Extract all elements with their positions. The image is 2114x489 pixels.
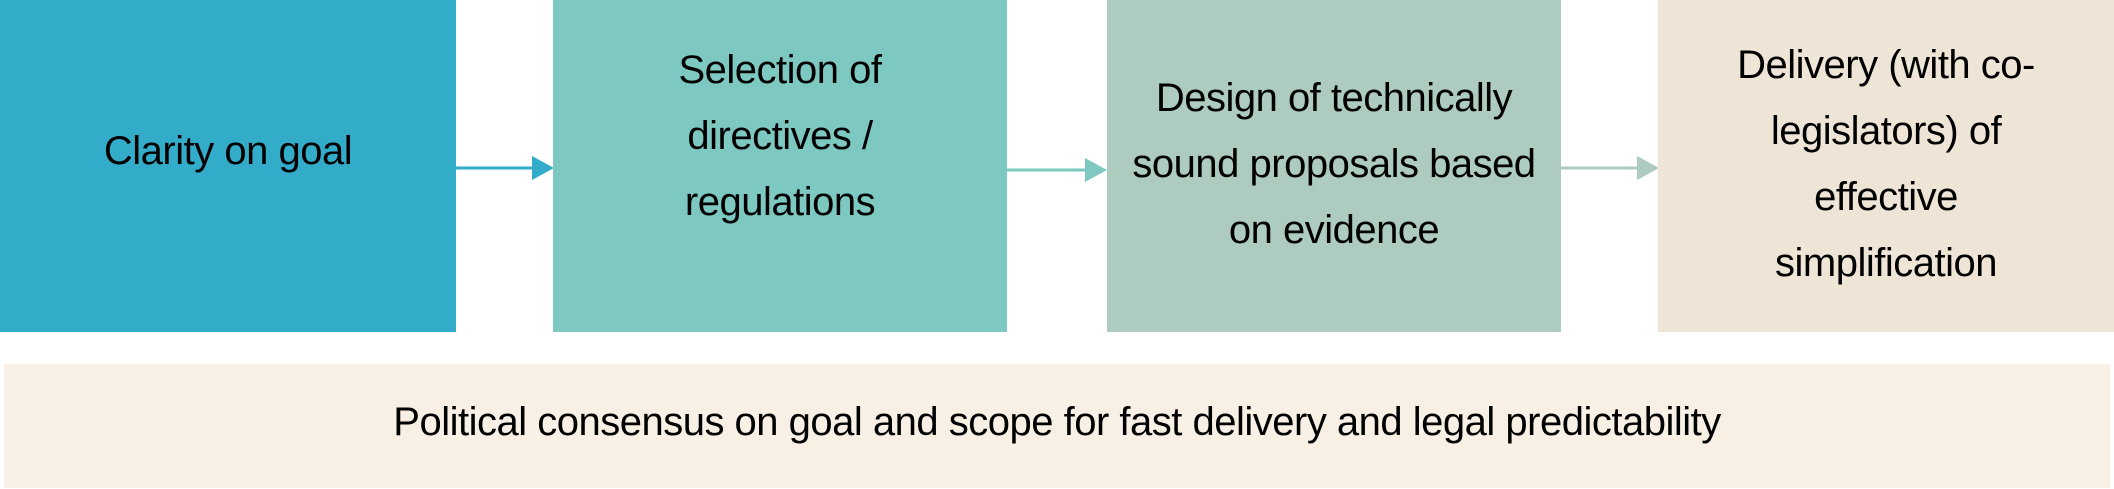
step-delivery: Delivery (with co-legislators) of effect… [1658, 0, 2114, 332]
step-label: Design of technically sound proposals ba… [1132, 75, 1536, 252]
step-label: Clarity on goal [103, 129, 353, 173]
step-label: Selection of directives / regulations [678, 48, 882, 224]
arrow-right-icon [1561, 156, 1659, 180]
step-label: Delivery (with co-legislators) of effect… [1737, 42, 2035, 285]
arrow-right-icon [456, 156, 554, 180]
step-selection: Selection of directives / regulations [553, 0, 1007, 332]
step-clarity-on-goal: Clarity on goal [0, 0, 456, 332]
arrow-right-icon [1007, 158, 1107, 182]
foundation-bar: Political consensus on goal and scope fo… [4, 364, 2110, 488]
foundation-label: Political consensus on goal and scope fo… [393, 399, 1721, 444]
step-design: Design of technically sound proposals ba… [1107, 0, 1561, 332]
